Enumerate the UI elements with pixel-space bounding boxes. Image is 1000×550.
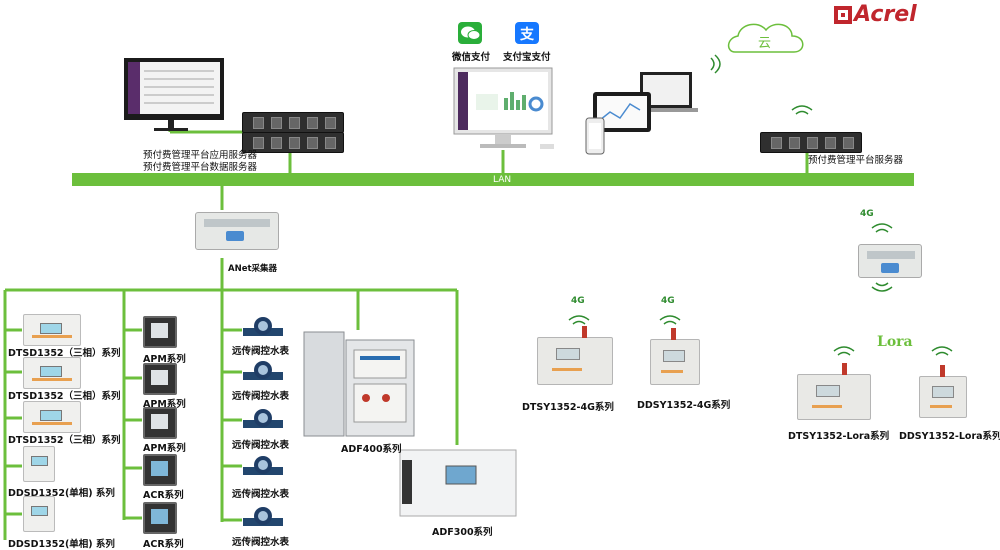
panel-acr-1-label: ACR系列 [143, 490, 184, 501]
gateway-label: ANet采集器 [228, 264, 278, 274]
data-server-icon [242, 132, 344, 153]
wifi-icon-dtsy-lora [833, 346, 855, 356]
fourg-gateway-icon [858, 244, 922, 278]
alipay-label: 支付宝支付 [503, 52, 551, 63]
water-meter-icon-4 [243, 456, 283, 475]
panel-apm-3-label: APM系列 [143, 443, 186, 454]
panel-acr-1 [143, 454, 177, 486]
dtsy-lora-meter-icon [797, 363, 871, 420]
alipay-glyph: 支 [519, 26, 535, 43]
panel-apm-1 [143, 316, 177, 348]
anet-gateway-icon [195, 212, 279, 250]
devices-icon [585, 72, 698, 155]
meter-ddsd-2-label: DDSD1352(单相) 系列 [8, 539, 115, 550]
water-meter-4-label: 远传阀控水表 [232, 489, 290, 500]
water-meter-icon-1 [243, 317, 283, 336]
wifi-icon-4g-gw [871, 223, 893, 292]
server-label-right: 预付费管理平台服务器 [808, 155, 904, 166]
desktop-icon [453, 67, 554, 149]
adf400-cabinet [303, 331, 415, 437]
adf400-label: ADF400系列 [341, 444, 402, 455]
meter-dtsd-3 [23, 401, 81, 433]
lora-label: Lora [877, 334, 913, 350]
wifi-icon-right-server [791, 105, 813, 115]
lan-bus [72, 173, 914, 186]
dtsy-lora-label: DTSY1352-Lora系列 [788, 431, 890, 442]
ddsy-lora-label: DDSY1352-Lora系列 [899, 431, 1000, 442]
panel-acr-2 [143, 502, 177, 534]
water-meter-5-label: 远传阀控水表 [232, 537, 290, 548]
meter-dtsd-2 [23, 357, 81, 389]
right-server-icon [760, 132, 862, 153]
fourg-label-a: 4G [571, 296, 585, 306]
wifi-icon-ddsy-lora [931, 346, 953, 356]
ddsy-lora-meter-icon [919, 365, 967, 418]
ddsy-4g-meter-icon [650, 328, 700, 385]
wifi-icon-ddsy-4g [659, 315, 681, 325]
water-meter-3-label: 远传阀控水表 [232, 440, 290, 451]
wifi-icon-top [710, 54, 721, 74]
meter-dtsd-2-label: DTSD1352（三相）系列 [8, 391, 121, 402]
water-meter-icon-3 [243, 409, 283, 428]
water-meter-icon-2 [243, 361, 283, 380]
wifi-icon-dtsy-4g [568, 315, 590, 325]
meter-dtsd-3-label: DTSD1352（三相）系列 [8, 435, 121, 446]
fourg-label-b: 4G [661, 296, 675, 306]
meter-dtsd-1 [23, 314, 81, 346]
app-server-icon [242, 112, 344, 133]
dtsy-4g-meter-icon [537, 326, 613, 385]
meter-ddsd-1 [23, 446, 55, 482]
panel-apm-2 [143, 363, 177, 395]
server-label-data: 预付费管理平台数据服务器 [143, 162, 258, 173]
wechat-pay-label: 微信支付 [452, 52, 491, 63]
water-meter-1-label: 远传阀控水表 [232, 346, 290, 357]
monitor-icon [124, 58, 224, 131]
alipay-icon [515, 22, 539, 44]
panel-apm-1-label: APM系列 [143, 354, 186, 365]
cloud-icon [727, 23, 804, 53]
acrel-logo-icon [834, 6, 852, 24]
adf300-cabinet [399, 449, 517, 517]
panel-acr-2-label: ACR系列 [143, 539, 184, 550]
panel-apm-3 [143, 407, 177, 439]
cloud-label: 云 [758, 36, 772, 51]
server-label-app: 预付费管理平台应用服务器 [143, 150, 258, 161]
adf300-label: ADF300系列 [432, 527, 493, 538]
fourg-label-c: 4G [860, 209, 874, 219]
meter-ddsd-1-label: DDSD1352(单相) 系列 [8, 488, 115, 499]
water-meter-icon-5 [243, 507, 283, 526]
lan-label: LAN [493, 175, 512, 185]
panel-apm-2-label: APM系列 [143, 399, 186, 410]
water-meter-2-label: 远传阀控水表 [232, 391, 290, 402]
meter-ddsd-2 [23, 496, 55, 532]
meter-dtsd-1-label: DTSD1352（三相）系列 [8, 348, 121, 359]
wechat-icon [458, 22, 482, 44]
brand-name: Acrel [854, 2, 917, 27]
ddsy-4g-label: DDSY1352-4G系列 [637, 400, 731, 411]
dtsy-4g-label: DTSY1352-4G系列 [522, 402, 614, 413]
